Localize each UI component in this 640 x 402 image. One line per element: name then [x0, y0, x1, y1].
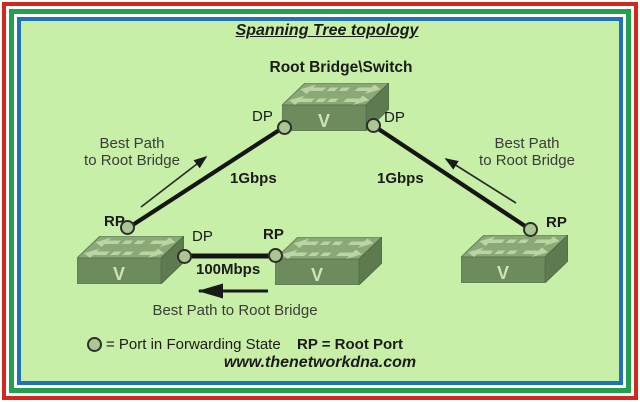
port-label-sw1-rp: RP: [104, 213, 125, 230]
switch-top-arrows-icon: [282, 238, 374, 259]
switch-logo: V: [311, 265, 323, 285]
port-label-root-dp-left: DP: [252, 108, 273, 125]
switch-logo: V: [318, 111, 330, 131]
port-circle-root-left: [277, 120, 292, 135]
port-label-root-dp-right: DP: [384, 109, 405, 126]
switch-icon-sw1: V: [77, 236, 184, 284]
port-label-sw2-rp: RP: [263, 226, 284, 243]
switch-logo: V: [497, 263, 509, 283]
link-speed-right: 1Gbps: [377, 170, 424, 187]
switch-icon-root: V: [282, 83, 389, 131]
link-speed-bottom: 100Mbps: [196, 261, 261, 278]
best-path-text-right: Best Path to Root Bridge: [478, 135, 576, 169]
switch-icon-sw3: V: [461, 235, 568, 283]
port-circle-root-right: [366, 118, 381, 133]
legend-port-circle-icon: [87, 337, 102, 352]
switch-icon-sw2: V: [275, 237, 382, 285]
footer-website-text: www.thenetworkdna.com: [223, 354, 417, 371]
port-circle-sw2-left: [268, 248, 283, 263]
switch-top-arrows-icon: [84, 237, 176, 258]
best-path-text-left-line1: Best Path: [99, 135, 165, 152]
switch-logo: V: [113, 264, 125, 284]
port-circle-sw3-top: [523, 222, 538, 237]
legend-root-port: RP = Root Port: [297, 336, 403, 353]
switch-top-arrows-icon: [468, 236, 560, 257]
page-title: Spanning Tree topology: [235, 22, 419, 39]
legend-forwarding-state: = Port in Forwarding State: [106, 336, 281, 353]
best-path-text-right-line1: Best Path: [494, 135, 560, 152]
switch-top-arrows-icon: [289, 84, 381, 105]
root-bridge-label: Root Bridge\Switch: [269, 59, 413, 76]
port-label-sw1-dp: DP: [192, 228, 213, 245]
port-label-sw3-rp: RP: [546, 214, 567, 231]
link-speed-left: 1Gbps: [230, 170, 277, 187]
best-path-text-left: Best Path to Root Bridge: [83, 135, 181, 169]
port-circle-sw1-right: [177, 249, 192, 264]
best-path-text-right-line2: to Root Bridge: [479, 152, 575, 169]
best-path-text-bottom: Best Path to Root Bridge: [152, 302, 318, 319]
best-path-text-left-line2: to Root Bridge: [84, 152, 180, 169]
